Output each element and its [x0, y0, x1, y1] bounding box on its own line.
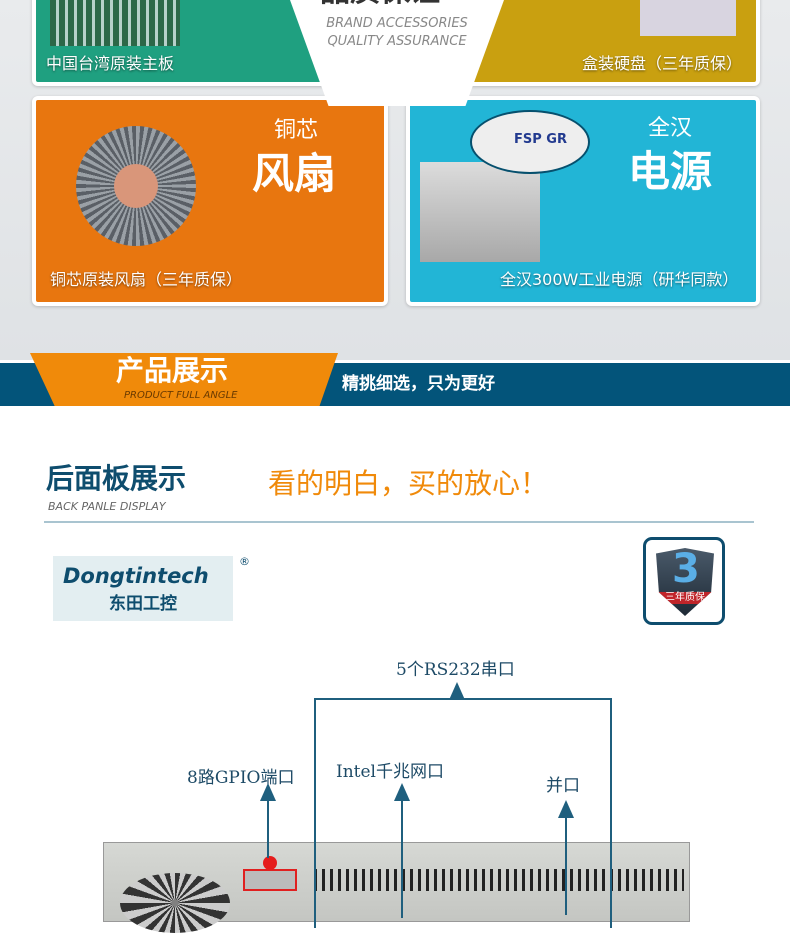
card-fan: 铜芯 风扇 铜芯原装风扇（三年质保） [32, 96, 388, 306]
psu-image [420, 162, 540, 262]
section-title: 后面板展示 [46, 462, 187, 495]
top-section: 中国台湾原装主板 盒装硬盘（三年质保） 铜芯 风扇 铜芯原装风扇（三年质保） F… [0, 0, 790, 360]
gpio-dot [263, 856, 277, 870]
card-caption: 盒装硬盘（三年质保） [581, 54, 742, 73]
label-lan: Intel千兆网口 [336, 762, 444, 782]
card-psu: FSP GR 全汉 电源 全汉300W工业电源（研华同款） [406, 96, 760, 306]
quality-heading: 品质保证 [320, 0, 440, 8]
section-slogan: 看的明白，买的放心！ [268, 467, 549, 500]
lan-pointer-line [401, 798, 403, 918]
label-gpio: 8路GPIO端口 [187, 768, 295, 788]
card-caption: 全汉300W工业电源（研华同款） [500, 270, 739, 289]
gpio-pointer-line [267, 798, 269, 858]
hdd-box-image [640, 0, 736, 36]
arrow-up-icon [260, 783, 276, 801]
card-caption: 中国台湾原装主板 [46, 54, 175, 73]
card-title-big: 风扇 [252, 149, 337, 198]
banner-slogan: 精挑细选，只为更好 [342, 374, 495, 394]
gpio-port [243, 869, 297, 891]
brand-logo: Dongtintech ® 东田工控 [53, 556, 250, 621]
arrow-up-icon [394, 783, 410, 801]
warranty-badge: 3 三年质保 [643, 537, 725, 625]
label-parallel: 并口 [546, 776, 580, 796]
shield-icon: 3 三年质保 [656, 548, 714, 616]
parallel-pointer-line [565, 815, 567, 915]
banner-subtitle: PRODUCT FULL ANGLE [124, 390, 238, 401]
arrow-up-icon [558, 800, 574, 818]
divider [44, 521, 754, 523]
psu-fan-image [120, 873, 230, 933]
banner-title: 产品展示 [116, 354, 229, 387]
vent-slots [314, 869, 684, 891]
card-title-small: 铜芯 [274, 118, 319, 143]
label-rs232: 5个RS232串口 [396, 660, 515, 680]
section-subtitle: BACK PANLE DISPLAY [48, 500, 166, 513]
back-panel-image [103, 842, 690, 933]
arrow-up-icon [449, 682, 465, 700]
banner-tab: 产品展示 PRODUCT FULL ANGLE [30, 353, 338, 406]
quality-funnel: 品质保证 BRAND ACCESSORIES QUALITY ASSURANCE [290, 0, 504, 106]
card-title-small: 全汉 [648, 116, 693, 141]
fsp-logo-zoom: FSP GR [470, 110, 590, 174]
card-title-big: 电源 [628, 147, 713, 196]
motherboard-image [50, 0, 180, 46]
card-caption: 铜芯原装风扇（三年质保） [50, 270, 243, 289]
fan-image [76, 126, 196, 246]
